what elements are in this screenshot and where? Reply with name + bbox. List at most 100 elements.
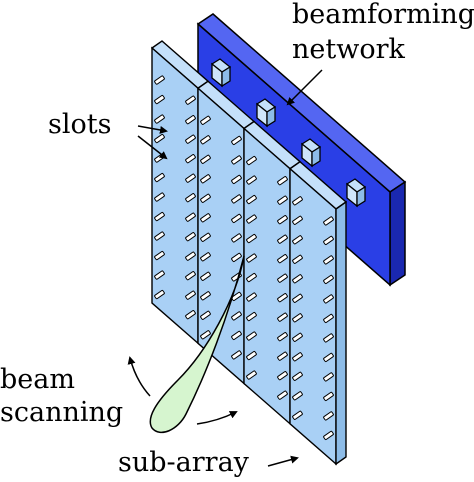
slot	[277, 254, 288, 264]
scan-arrow-right	[196, 411, 238, 425]
slots-arrow-2	[137, 135, 168, 160]
slot	[200, 174, 211, 184]
network-label: network	[292, 34, 405, 65]
slot	[292, 215, 303, 225]
slot	[231, 174, 242, 185]
slot	[185, 212, 196, 222]
slot	[154, 172, 165, 183]
slot	[231, 311, 242, 321]
slot	[246, 292, 257, 302]
slot	[277, 234, 288, 244]
network-side-face	[389, 180, 406, 287]
subarray-arrow	[267, 455, 299, 467]
slot	[154, 94, 165, 105]
slot	[277, 195, 288, 205]
slot	[200, 310, 211, 320]
scanning-label: scanning	[0, 397, 124, 428]
slot	[277, 351, 288, 361]
slot	[231, 135, 242, 146]
beamforming-label: beamforming	[292, 0, 474, 30]
slot	[292, 332, 303, 342]
slot	[185, 115, 196, 125]
slot	[231, 213, 242, 224]
slot	[323, 255, 334, 265]
slot	[200, 154, 211, 164]
slot	[292, 274, 303, 284]
slot	[200, 193, 211, 203]
slot	[185, 271, 196, 281]
slot	[277, 273, 288, 283]
slot	[323, 333, 334, 343]
slot	[323, 411, 334, 421]
slot	[323, 352, 334, 363]
beam-lobe	[149, 255, 245, 434]
slot	[277, 332, 288, 342]
slot	[323, 216, 334, 226]
slot	[231, 155, 242, 165]
slot	[323, 430, 334, 441]
slot	[154, 250, 165, 261]
slot	[154, 289, 165, 300]
slot	[292, 410, 303, 420]
slot	[292, 313, 303, 323]
connector-4	[345, 178, 367, 208]
slot	[200, 291, 211, 301]
slot	[185, 134, 196, 144]
slot	[246, 272, 257, 283]
slot	[292, 293, 303, 303]
slot	[200, 115, 211, 125]
slot	[277, 293, 288, 303]
slots-arrow-1	[137, 125, 168, 134]
slot	[246, 311, 257, 322]
connector-group	[210, 58, 367, 208]
slot	[154, 231, 165, 241]
slot	[323, 274, 334, 285]
slot	[154, 211, 165, 222]
slot	[246, 331, 257, 341]
subarray-panel-4	[288, 160, 348, 466]
slot	[185, 251, 196, 261]
slot	[246, 214, 257, 224]
slot	[323, 294, 334, 304]
slot	[277, 390, 288, 400]
slot	[231, 330, 242, 341]
slot	[323, 313, 334, 324]
slot	[292, 391, 303, 401]
slot	[246, 155, 257, 166]
slot	[246, 253, 257, 263]
slot	[231, 233, 242, 243]
slot	[323, 372, 334, 382]
slot	[185, 290, 196, 300]
slot	[246, 370, 257, 380]
slot	[154, 75, 165, 85]
slot	[154, 192, 165, 202]
beam-label: beam	[0, 364, 75, 395]
slot	[200, 271, 211, 281]
slot	[154, 114, 165, 124]
scan-arrow-left	[127, 356, 151, 397]
slot	[323, 235, 334, 246]
slot	[231, 252, 242, 263]
slot	[185, 154, 196, 164]
slot	[292, 254, 303, 264]
slot	[200, 213, 211, 223]
slot	[185, 310, 196, 320]
slot	[200, 135, 211, 145]
slot	[246, 350, 257, 361]
slot	[277, 371, 288, 381]
slot	[246, 194, 257, 205]
network-arrow	[286, 69, 323, 106]
slot	[200, 232, 211, 242]
slot	[154, 133, 165, 144]
slot	[185, 95, 196, 105]
slot	[323, 391, 334, 402]
slot	[246, 233, 257, 244]
slot-grid	[154, 75, 334, 441]
slot	[231, 350, 242, 360]
slot	[292, 371, 303, 381]
slot	[185, 173, 196, 183]
slot	[292, 352, 303, 362]
slot	[277, 176, 288, 186]
slot	[246, 175, 257, 185]
